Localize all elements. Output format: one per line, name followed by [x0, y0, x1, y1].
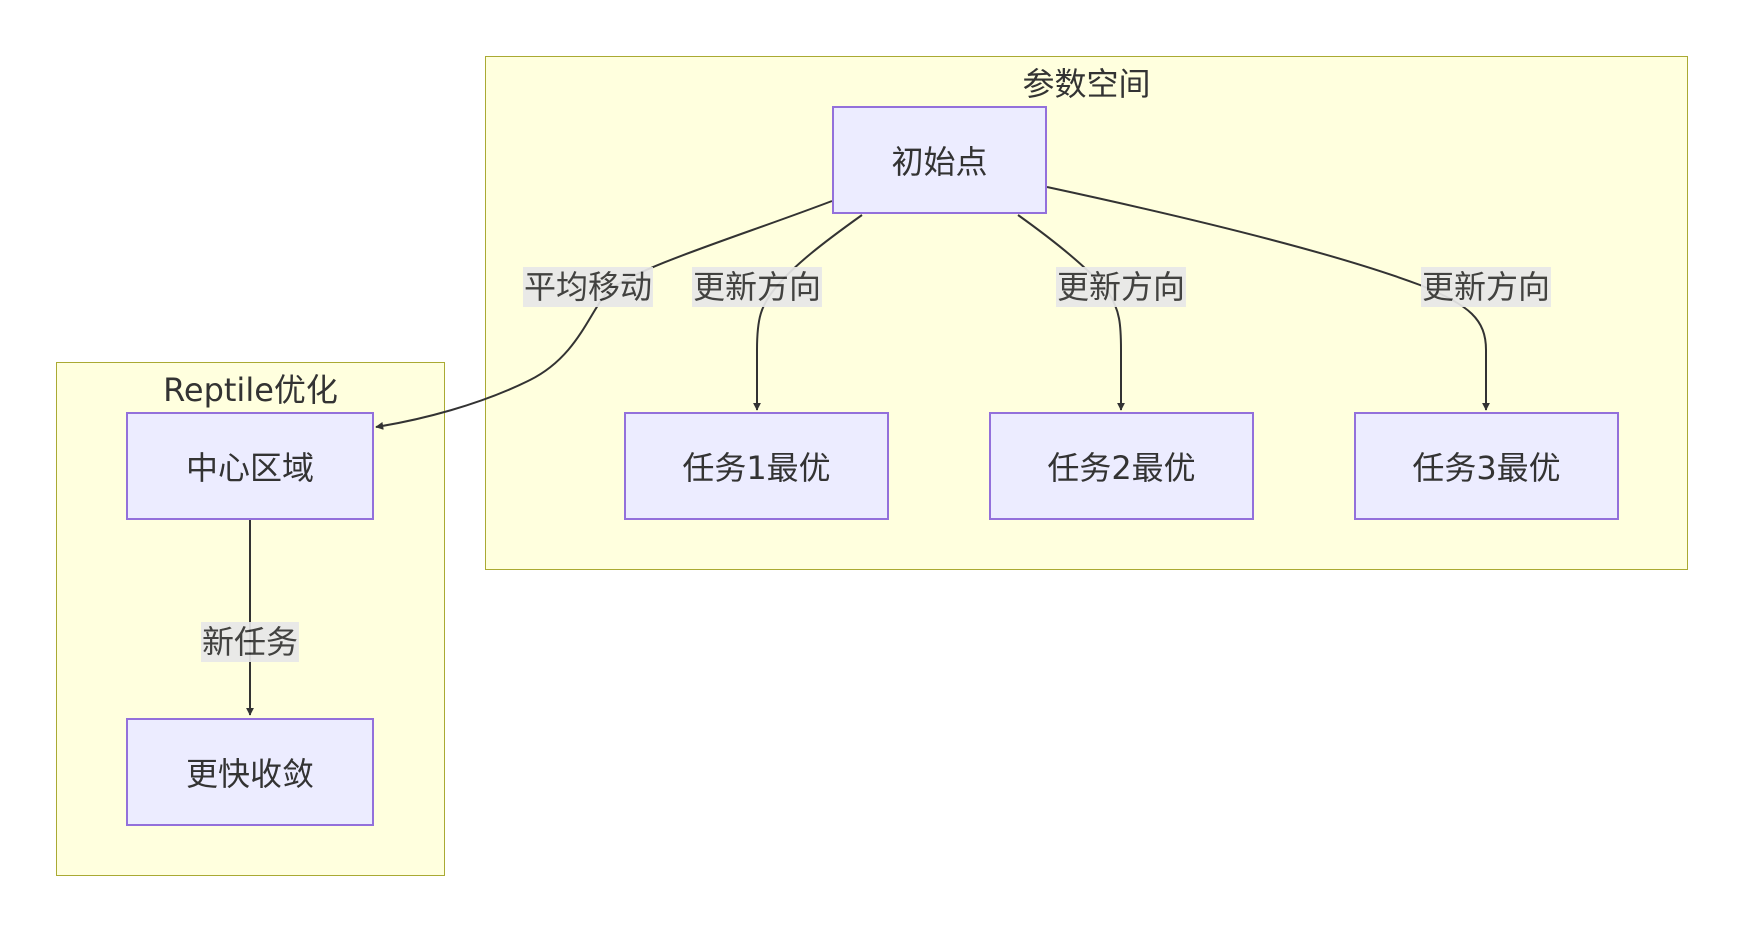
- edge-label-update-direction-2: 更新方向: [1055, 267, 1187, 307]
- cluster-title-reptile: Reptile优化: [163, 371, 338, 409]
- node-center-region: 中心区域: [126, 412, 374, 520]
- edge-label-update-direction-1: 更新方向: [691, 267, 823, 307]
- node-task3-optimal: 任务3最优: [1354, 412, 1619, 520]
- node-task2-optimal: 任务2最优: [989, 412, 1254, 520]
- node-task1-optimal: 任务1最优: [624, 412, 889, 520]
- edge-label-average-move: 平均移动: [522, 267, 654, 307]
- cluster-title-param-space: 参数空间: [1022, 65, 1151, 103]
- edge-label-new-task: 新任务: [200, 622, 300, 662]
- edge-label-update-direction-3: 更新方向: [1420, 267, 1552, 307]
- edge-init-to-center: [375, 200, 833, 430]
- node-initial-point: 初始点: [832, 106, 1047, 214]
- edge-init-to-task3: [1046, 186, 1490, 411]
- node-faster-convergence: 更快收敛: [126, 718, 374, 826]
- edge-init-to-task2: [1017, 214, 1125, 411]
- edge-init-to-task1: [753, 214, 863, 411]
